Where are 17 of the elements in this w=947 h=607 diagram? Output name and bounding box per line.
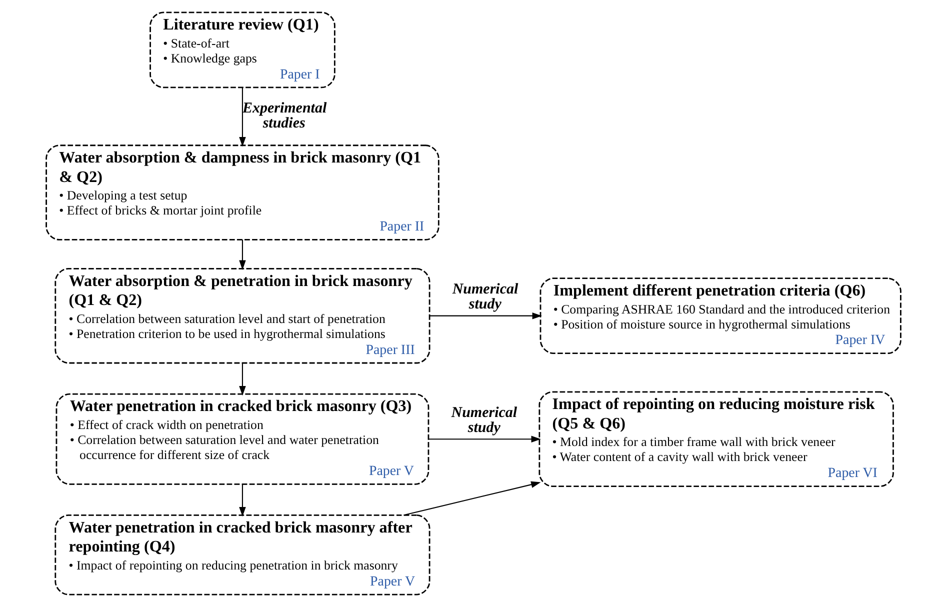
node-box: Water penetration in cracked brick masonry (Q3) • Effect of crack width on penetration • Correlation between saturation level and water penetration occurrence for different size of crack Paper V	[56, 393, 430, 485]
node-box: Water absorption & penetration in brick masonry (Q1 & Q2) • Correlation between saturation level and start of penetration • Penetration criterion to be used in hygrothermal simulations Paper III	[54, 268, 430, 364]
edge-label: Numerical study	[452, 282, 518, 313]
edge-label: Experimental studies	[242, 100, 327, 132]
node-box: Implement different penetration criteria (Q6) • Comparing ASHRAE 160 Standard and the introduced criterion • Position of moisture source in hygrothermal simulations Paper IV	[540, 278, 902, 354]
arrow	[239, 484, 246, 517]
edge-label: Numerical study	[451, 404, 518, 436]
arrow	[239, 363, 246, 396]
node-box: Impact of repointing on reducing moisture risk (Q5 & Q6) • Mold index for a timber frame wall with brick veneer • Water content of a cavity wall with brick veneer Paper VI	[538, 391, 894, 487]
arrow	[239, 88, 246, 147]
arrow	[404, 481, 541, 516]
arrow	[430, 312, 542, 320]
node-box: Literature review (Q1) • State-of-art • Knowledge gaps Paper I	[150, 12, 336, 88]
node-box: Water absorption & dampness in brick masonry (Q1 & Q2) • Developing a test setup • Effect of bricks & mortar joint profile Paper II	[46, 144, 440, 240]
arrow	[428, 436, 541, 442]
node-box: Water penetration in cracked brick masonry after repointing (Q4) • Impact of repointing on reducing penetration in brick masonry Paper V	[54, 514, 430, 596]
arrow	[239, 240, 246, 270]
